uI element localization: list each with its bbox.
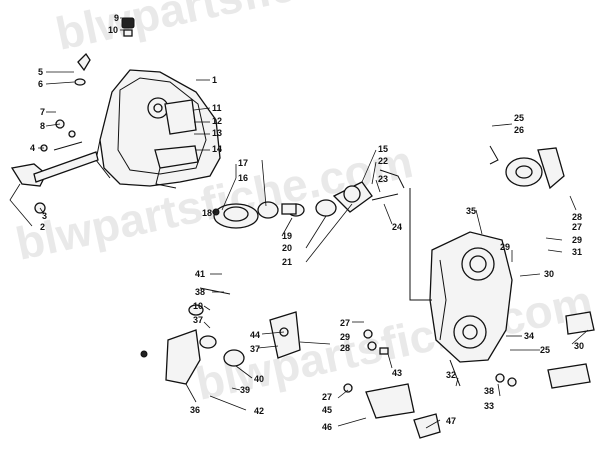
callout-24: 24 (392, 222, 402, 232)
callout-45: 45 (322, 405, 332, 415)
callout-labels: 9 10 5 6 1 11 12 13 14 7 8 4 3 2 17 16 1… (30, 13, 584, 432)
callout-3: 3 (42, 211, 47, 221)
cover-plate (164, 99, 197, 135)
callout-21: 21 (282, 257, 292, 267)
sprocket (315, 169, 405, 217)
fitting-5-6 (74, 52, 91, 86)
callout-40: 40 (254, 374, 264, 384)
callout-37: 37 (193, 315, 203, 325)
callout-35: 35 (466, 206, 476, 216)
cover-housing (95, 69, 221, 187)
linkage-line (409, 188, 432, 301)
callout-30-b: 30 (574, 341, 584, 351)
callout-25: 25 (514, 113, 524, 123)
callout-27: 27 (572, 222, 582, 232)
callout-47: 47 (446, 416, 456, 426)
callout-34: 34 (524, 331, 534, 341)
callout-10-b: 38 (484, 386, 494, 396)
callout-27-c: 27 (340, 318, 350, 328)
callout-11: 11 (212, 103, 222, 113)
bearing-cap (489, 145, 565, 190)
callout-42: 42 (254, 406, 264, 416)
pins-7-8 (40, 119, 83, 152)
callout-10: 10 (108, 25, 118, 35)
callout-25-b: 10 (193, 301, 203, 311)
callout-29-b: 29 (500, 242, 510, 252)
small-hardware (343, 329, 517, 393)
callout-30: 30 (544, 269, 554, 279)
callout-5: 5 (38, 67, 43, 77)
drive-gear (212, 201, 305, 229)
callout-28: 28 (572, 212, 582, 222)
callout-2: 2 (40, 222, 45, 232)
vent-cap (121, 17, 135, 37)
callout-46: 46 (322, 422, 332, 432)
idler-shaft (547, 311, 595, 389)
callout-37-b: 37 (250, 344, 260, 354)
callout-22: 22 (378, 156, 388, 166)
callout-13: 13 (212, 128, 222, 138)
callout-19: 19 (282, 231, 292, 241)
brake-pad (365, 383, 441, 439)
callout-14: 14 (212, 144, 222, 154)
callout-33: 33 (484, 401, 494, 411)
callout-26: 26 (514, 125, 524, 135)
callout-28-b: 28 (340, 343, 350, 353)
callout-23: 23 (378, 174, 388, 184)
callout-15: 15 (378, 144, 388, 154)
bracket-14 (154, 145, 199, 189)
callout-27-b: 25 (540, 345, 550, 355)
callout-44: 44 (250, 330, 260, 340)
brake-caliper (140, 287, 245, 385)
callout-8: 8 (40, 121, 45, 131)
callout-41: 41 (195, 269, 205, 279)
callout-20: 20 (282, 243, 292, 253)
callout-36: 36 (190, 405, 200, 415)
callout-31: 31 (572, 247, 582, 257)
callout-16: 16 (238, 173, 248, 183)
brake-bracket (269, 311, 301, 359)
callout-38: 38 (195, 287, 205, 297)
callout-1: 1 (212, 75, 217, 85)
chaincase (429, 231, 513, 363)
leader-lines (9, 17, 589, 429)
callout-29-c: 29 (340, 332, 350, 342)
callout-32: 32 (446, 370, 456, 380)
callout-6: 6 (38, 79, 43, 89)
callout-29: 29 (572, 235, 582, 245)
callout-39: 39 (240, 385, 250, 395)
callout-7: 7 (40, 107, 45, 117)
callout-18: 18 (202, 208, 212, 218)
callout-9: 9 (114, 13, 119, 23)
callout-43: 43 (392, 368, 402, 378)
callout-17: 17 (238, 158, 248, 168)
callout-12: 12 (212, 116, 222, 126)
callout-4: 4 (30, 143, 35, 153)
callout-27-d: 27 (322, 392, 332, 402)
watermark-group: blwpartsfiche.com blwpartsfiche.com blwp… (11, 0, 597, 410)
